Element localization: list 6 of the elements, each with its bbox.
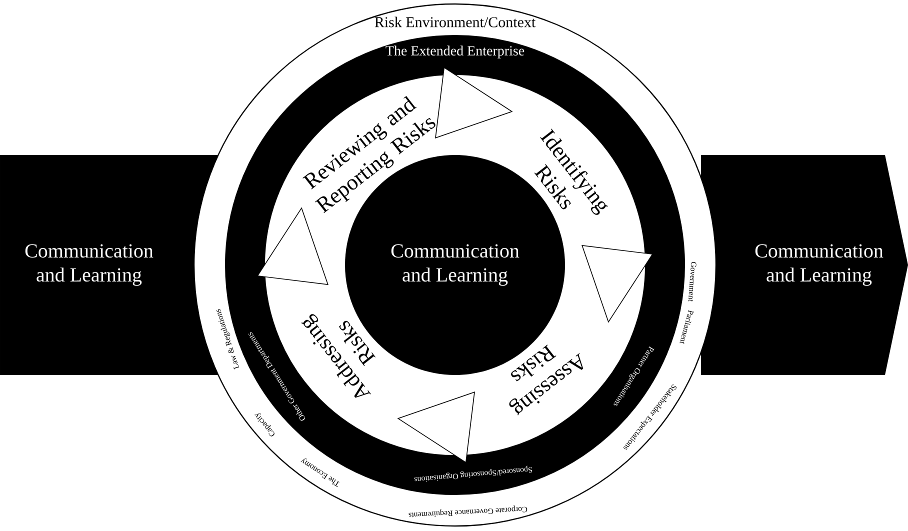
ring-label: Corporate Governance Requirements bbox=[408, 506, 528, 518]
ring-label: Sponsored/Sponsoring Organisations bbox=[414, 466, 532, 482]
ring-label: Government bbox=[688, 262, 696, 302]
band-block: Communication and Learning bbox=[0, 155, 218, 375]
ring-label: Risk Environment/Context bbox=[374, 16, 536, 28]
ring-label: The Extended Enterprise bbox=[386, 46, 524, 58]
